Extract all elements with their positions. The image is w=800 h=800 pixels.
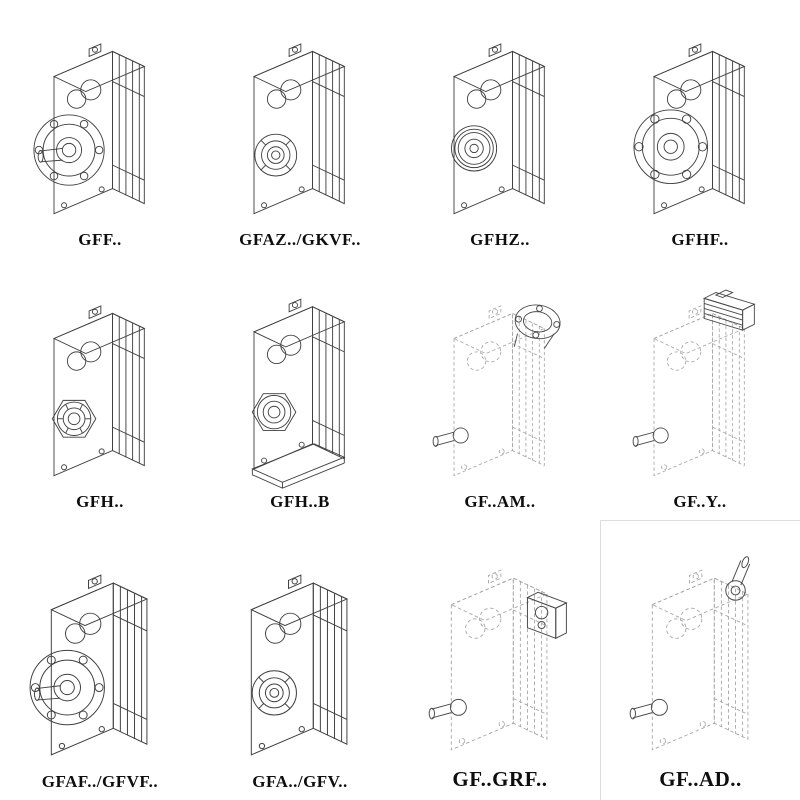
catalog-cell-gfaf: GFAF../GFVF..	[0, 520, 200, 800]
gearbox-primary-stage-drawing	[428, 569, 568, 751]
catalog-cell-gf-grf: GF..GRF..	[400, 520, 600, 800]
gearbox-with-motor-drawing	[632, 289, 756, 477]
catalog-cell-gfaz: GFAZ../GKVF..	[200, 0, 400, 258]
gearbox-hollow-shaft-drawing	[253, 43, 345, 215]
catalog-cell-gf-ad: GF..AD..	[600, 520, 800, 800]
catalog-cell-gfhf: GFHF..	[600, 0, 800, 258]
gearbox-hollow-shaft-drawing	[250, 574, 348, 756]
model-label: GF..GRF..	[452, 767, 548, 791]
model-label: GFA../GFV..	[252, 772, 348, 791]
model-label: GFH..B	[270, 492, 330, 511]
catalog-cell-gff: GFF..	[0, 0, 200, 258]
catalog-cell-gfhz: GFHZ..	[400, 0, 600, 258]
model-label: GFF..	[78, 230, 122, 249]
catalog-cell-gfh: GFH..	[0, 258, 200, 520]
gearbox-shrink-disc-drawing	[451, 43, 545, 215]
model-label: GFHZ..	[470, 230, 530, 249]
catalog-cell-gf-am: GF..AM..	[400, 258, 600, 520]
gearbox-output-flange-drawing	[29, 574, 148, 756]
gearbox-output-flange-drawing	[33, 43, 145, 215]
gearbox-base-mounted-drawing	[251, 298, 346, 489]
gearbox-input-adapter-drawing	[629, 556, 750, 751]
model-label: GF..AD..	[659, 767, 742, 791]
catalog-cell-gfa: GFA../GFV..	[200, 520, 400, 800]
model-label: GF..AM..	[464, 492, 536, 511]
gearbox-motor-adapter-drawing	[432, 304, 561, 477]
model-label: GFAZ../GKVF..	[239, 230, 361, 249]
catalog-cell-gf-y: GF..Y..	[600, 258, 800, 520]
gearbox-shaft-mounted-drawing	[51, 305, 145, 477]
gearbox-flange-face-drawing	[633, 43, 745, 215]
model-label: GFHF..	[671, 230, 729, 249]
catalog-cell-gfhb: GFH..B	[200, 258, 400, 520]
model-label: GFH..	[76, 492, 124, 511]
model-label: GFAF../GFVF..	[41, 772, 159, 791]
model-label: GF..Y..	[673, 492, 727, 511]
